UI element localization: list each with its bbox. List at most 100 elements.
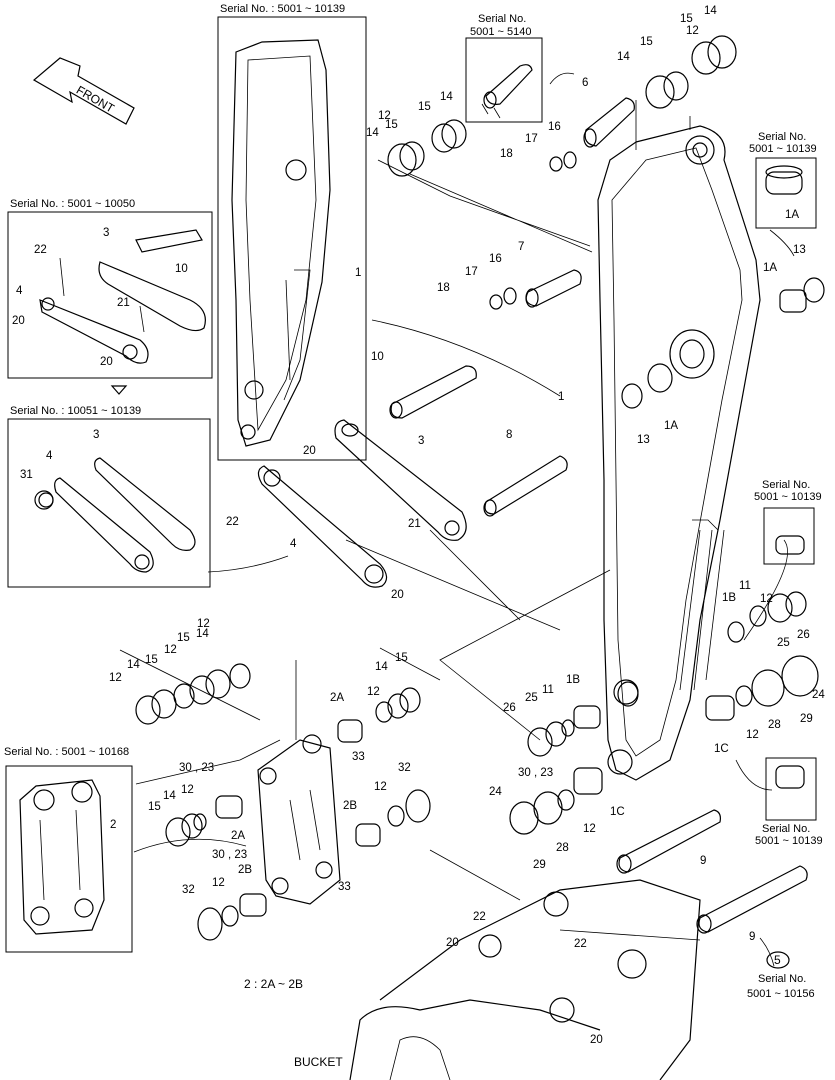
callout-number: 15: [640, 36, 653, 48]
callout-number: 1C: [714, 743, 729, 755]
callout-number: 17: [465, 266, 478, 278]
callout-number: 20: [100, 356, 113, 368]
callout-number: 30 , 23: [212, 849, 247, 861]
callout-number: 14: [704, 5, 717, 17]
callout-number: 18: [500, 148, 513, 160]
callout-number: 9: [700, 855, 706, 867]
callout-number: 24: [812, 689, 825, 701]
callout-number: 2: [110, 819, 116, 831]
callout-number: 12: [164, 644, 177, 656]
callout-number: 1A: [664, 420, 678, 432]
callout-number: 2A: [330, 692, 344, 704]
callout-number: 1B: [722, 592, 736, 604]
callout-number: 22: [574, 938, 587, 950]
callout-number: 12: [686, 25, 699, 37]
seal-rings: [34, 35, 825, 941]
callout-number: 8: [506, 429, 512, 441]
callout-number: 11: [542, 684, 554, 696]
callout-number: 2B: [343, 800, 357, 812]
bush-1c-box: Serial No. 5001 ~ 10139: [755, 757, 823, 847]
callout-number: 14: [196, 628, 209, 640]
callout-number: 20: [303, 445, 316, 457]
link-late-serial-text: Serial No. : 10051 ~ 10139: [10, 405, 141, 417]
callout-number: 25: [525, 692, 538, 704]
bush-1a-range: 5001 ~ 10139: [749, 143, 817, 155]
callout-number: 33: [338, 881, 351, 893]
boom-serial-text: Serial No. : 5001 ~ 10139: [220, 3, 345, 15]
bush-1b-box: Serial No. 5001 ~ 10139: [754, 479, 822, 565]
callout-number: 26: [503, 702, 516, 714]
callout-number: 29: [533, 859, 546, 871]
callout-number: 24: [489, 786, 502, 798]
callout-number: 15: [177, 632, 190, 644]
link-late-serial-box: Serial No. : 10051 ~ 10139: [7, 405, 211, 588]
callout-number: 12: [181, 784, 194, 796]
bucket-base: BUCKET: [294, 879, 701, 1080]
callout-number: 4: [16, 285, 23, 297]
pin-6-7: [525, 97, 635, 308]
bucket-label: BUCKET: [294, 1055, 343, 1069]
bush-1a-label: Serial No.: [758, 131, 806, 143]
bush-1b-label: Serial No.: [762, 479, 810, 491]
callout-number: 20: [590, 1034, 603, 1046]
callout-number: 4: [290, 538, 297, 550]
note-text: 2 : 2A ~ 2B: [244, 977, 303, 991]
callout-number: 20: [391, 589, 404, 601]
callout-number: 29: [800, 713, 813, 725]
callout-number: 22: [226, 516, 239, 528]
callout-number: 14: [375, 661, 388, 673]
callout-number: 28: [556, 842, 569, 854]
h-frame: [257, 734, 341, 905]
callout-number: 16: [548, 121, 561, 133]
callout-number: 15: [395, 652, 408, 664]
pin-serial-range: 5001 ~ 5140: [470, 26, 531, 38]
callout-number: 13: [637, 434, 650, 446]
callout-number: 7: [518, 241, 524, 253]
callout-number: 3: [418, 435, 424, 447]
callout-number: 14: [163, 790, 176, 802]
callout-number: 30 , 23: [179, 762, 214, 774]
callout-number: 4: [46, 450, 53, 462]
callout-number: 11: [739, 580, 751, 592]
ref5-label: Serial No.: [758, 973, 806, 985]
callout-number: 21: [117, 297, 130, 309]
bush-1a-box: Serial No. 5001 ~ 10139: [749, 131, 817, 229]
callout-number: 1C: [610, 806, 625, 818]
callout-number: 12: [212, 877, 225, 889]
callout-number: 14: [617, 51, 630, 63]
callout-number: 28: [768, 719, 781, 731]
callout-number: 30 , 23: [518, 767, 553, 779]
callout-number: 31: [20, 469, 33, 481]
callout-number: 3: [103, 227, 109, 239]
bush-1c-label: Serial No.: [762, 823, 810, 835]
callout-number: 16: [489, 253, 502, 265]
callout-number: 33: [352, 751, 365, 763]
bush-1c-range: 5001 ~ 10139: [755, 835, 823, 847]
callout-number: 9: [749, 931, 755, 943]
callout-number: 21: [408, 518, 421, 530]
callout-number: 17: [525, 133, 538, 145]
bush-1b-range: 5001 ~ 10139: [754, 491, 822, 503]
callout-number: 1: [355, 267, 361, 279]
callout-number: 20: [446, 937, 459, 949]
callout-number: 12: [746, 729, 759, 741]
callout-number: 15: [145, 654, 158, 666]
ref5-range: 5001 ~ 10156: [747, 988, 815, 1000]
frame-serial-text: Serial No. : 5001 ~ 10168: [4, 746, 129, 758]
callout-number: 14: [127, 659, 140, 671]
link-pair: [257, 419, 467, 588]
callout-number: 12: [367, 686, 380, 698]
pin-serial-label: Serial No.: [478, 13, 526, 25]
link-early-serial-text: Serial No. : 5001 ~ 10050: [10, 198, 135, 210]
callout-number: 15: [418, 101, 431, 113]
callout-number: 25: [777, 637, 790, 649]
callout-number: 12: [583, 823, 596, 835]
pin-serial-box: Serial No. 5001 ~ 5140: [465, 13, 543, 123]
callout-number: 22: [473, 911, 486, 923]
callout-number: 10: [371, 351, 384, 363]
down-arrow-icon: [110, 385, 128, 395]
callout-number: 32: [182, 884, 195, 896]
callout-number: 12: [109, 672, 122, 684]
